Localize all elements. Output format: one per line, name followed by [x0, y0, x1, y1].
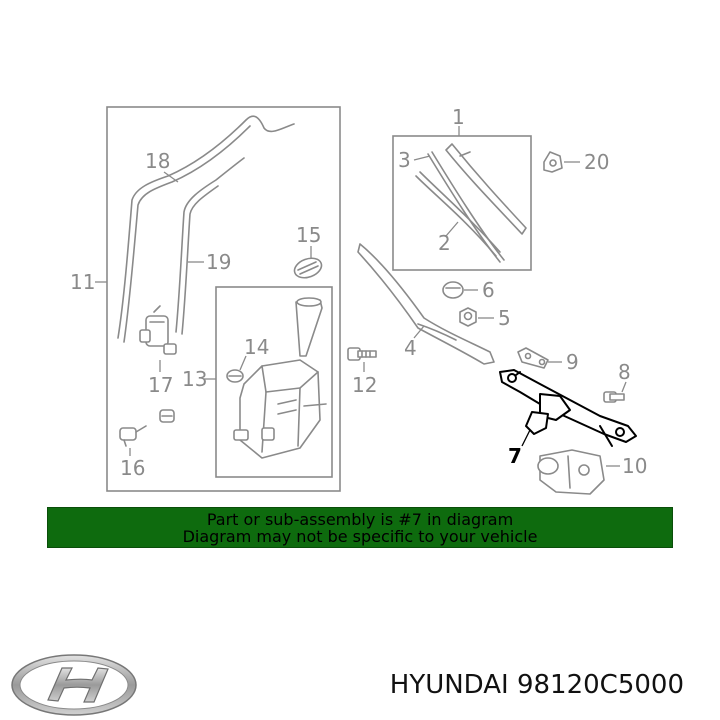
- cap-6: [442, 281, 464, 299]
- callout-10: 10: [622, 454, 647, 478]
- hyundai-logo-icon: [11, 654, 137, 716]
- wiper-linkage-7: [499, 369, 637, 447]
- notice-line-2: Diagram may not be specific to your vehi…: [182, 526, 538, 546]
- grommet-14: [226, 369, 244, 383]
- notice-banner: Part or sub-assembly is #7 in diagram Di…: [47, 507, 673, 548]
- wiper-blade-2: [415, 175, 497, 257]
- callout-2: 2: [438, 231, 451, 255]
- notice-line-1: Part or sub-assembly is #7 in diagram: [206, 509, 514, 529]
- callout-9: 9: [566, 350, 579, 374]
- wiper-motor-10: [537, 449, 605, 495]
- washer-reservoir: [233, 297, 327, 459]
- callout-19: 19: [206, 250, 231, 274]
- callout-6: 6: [482, 278, 495, 302]
- callout-11: 11: [70, 270, 95, 294]
- callout-17: 17: [148, 373, 173, 397]
- nut-5: [459, 307, 477, 327]
- callout-12: 12: [352, 373, 377, 397]
- washer-hose-18: [117, 115, 295, 339]
- bolt-8: [603, 391, 625, 403]
- part-number-label: HYUNDAI 98120C5000: [389, 670, 684, 700]
- washer-group-box: [106, 106, 341, 492]
- seal-9: [517, 347, 549, 369]
- hose-connector-16: [119, 425, 147, 447]
- bolt-12: [347, 347, 377, 361]
- wiper-blade-group-box: [392, 135, 532, 271]
- callout-13: 13: [182, 367, 207, 391]
- reservoir-cap-15: [293, 257, 323, 279]
- callout-3: 3: [398, 148, 411, 172]
- wiper-arm-4: [357, 243, 495, 365]
- grommet-icon: [159, 409, 175, 423]
- callout-5: 5: [498, 306, 511, 330]
- washer-pump-17: [139, 305, 177, 355]
- callout-4: 4: [404, 336, 417, 360]
- washer-hose-19: [175, 157, 245, 333]
- callout-1: 1: [452, 105, 465, 129]
- callout-18: 18: [145, 149, 170, 173]
- callout-16: 16: [120, 456, 145, 480]
- wiper-blade-1: [445, 143, 527, 235]
- clip-20: [543, 151, 563, 173]
- callout-20: 20: [584, 150, 609, 174]
- callout-7: 7: [508, 444, 522, 468]
- callout-15: 15: [296, 223, 321, 247]
- callout-8: 8: [618, 360, 631, 384]
- reservoir-group-box: [215, 286, 333, 478]
- callout-14: 14: [244, 335, 269, 359]
